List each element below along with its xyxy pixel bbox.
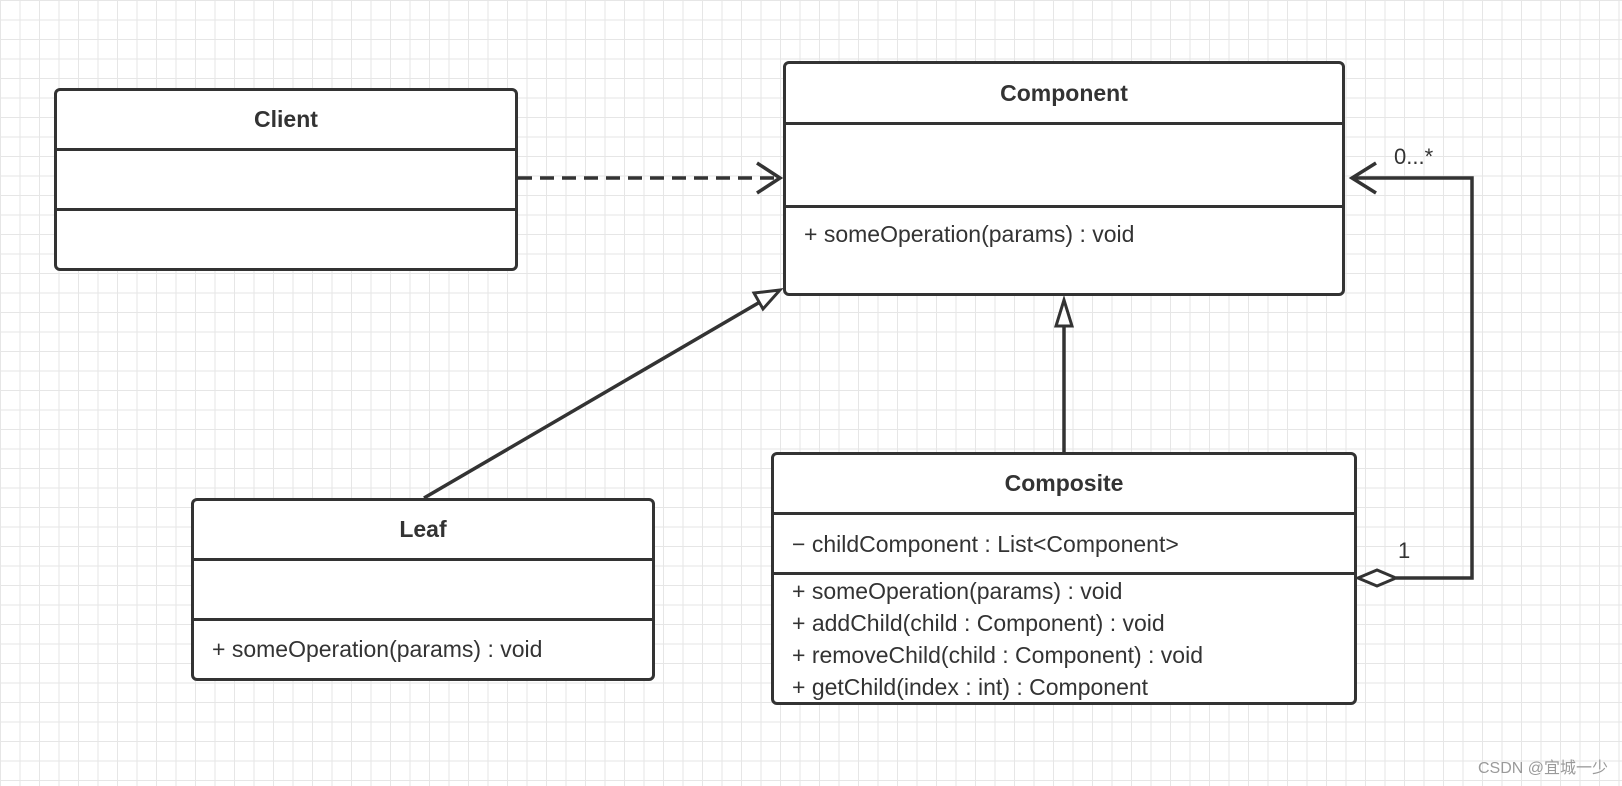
generalization-composite-component — [1053, 294, 1075, 452]
multiplicity-label-source: 1 — [1398, 538, 1411, 563]
class-leaf-title: Leaf — [194, 501, 652, 561]
class-client-attributes — [57, 151, 515, 211]
dependency-client-component — [518, 161, 784, 195]
class-component-operation: + someOperation(params) : void — [804, 221, 1135, 247]
class-component-attributes — [786, 125, 1342, 208]
class-client-operations — [57, 211, 515, 268]
class-leaf-attributes — [194, 561, 652, 621]
class-component[interactable]: Component + someOperation(params) : void — [783, 61, 1345, 296]
class-client-title: Client — [57, 91, 515, 151]
class-composite-title: Composite — [774, 455, 1354, 515]
class-composite-operation: + getChild(index : int) : Component — [792, 674, 1149, 700]
class-component-title: Component — [786, 64, 1342, 125]
class-composite-operations: + someOperation(params) : void + addChil… — [774, 575, 1354, 703]
aggregation-composite-component — [1348, 161, 1474, 588]
class-composite-attributes: − childComponent : List<Component> — [774, 515, 1354, 575]
class-composite-attribute: − childComponent : List<Component> — [792, 531, 1179, 557]
class-component-operations: + someOperation(params) : void — [786, 208, 1342, 250]
class-composite[interactable]: Composite − childComponent : List<Compon… — [771, 452, 1357, 705]
class-composite-operation: + removeChild(child : Component) : void — [792, 642, 1203, 668]
multiplicity-label-target: 0...* — [1394, 144, 1434, 169]
class-client[interactable]: Client — [54, 88, 518, 271]
class-composite-operation: + addChild(child : Component) : void — [792, 610, 1165, 636]
class-leaf-operation: + someOperation(params) : void — [212, 636, 543, 662]
class-composite-operation: + someOperation(params) : void — [792, 578, 1123, 604]
generalization-leaf-component — [423, 288, 784, 500]
class-leaf-operations: + someOperation(params) : void — [194, 621, 652, 665]
class-leaf[interactable]: Leaf + someOperation(params) : void — [191, 498, 655, 681]
watermark: CSDN @宜城一少 — [1477, 760, 1608, 777]
